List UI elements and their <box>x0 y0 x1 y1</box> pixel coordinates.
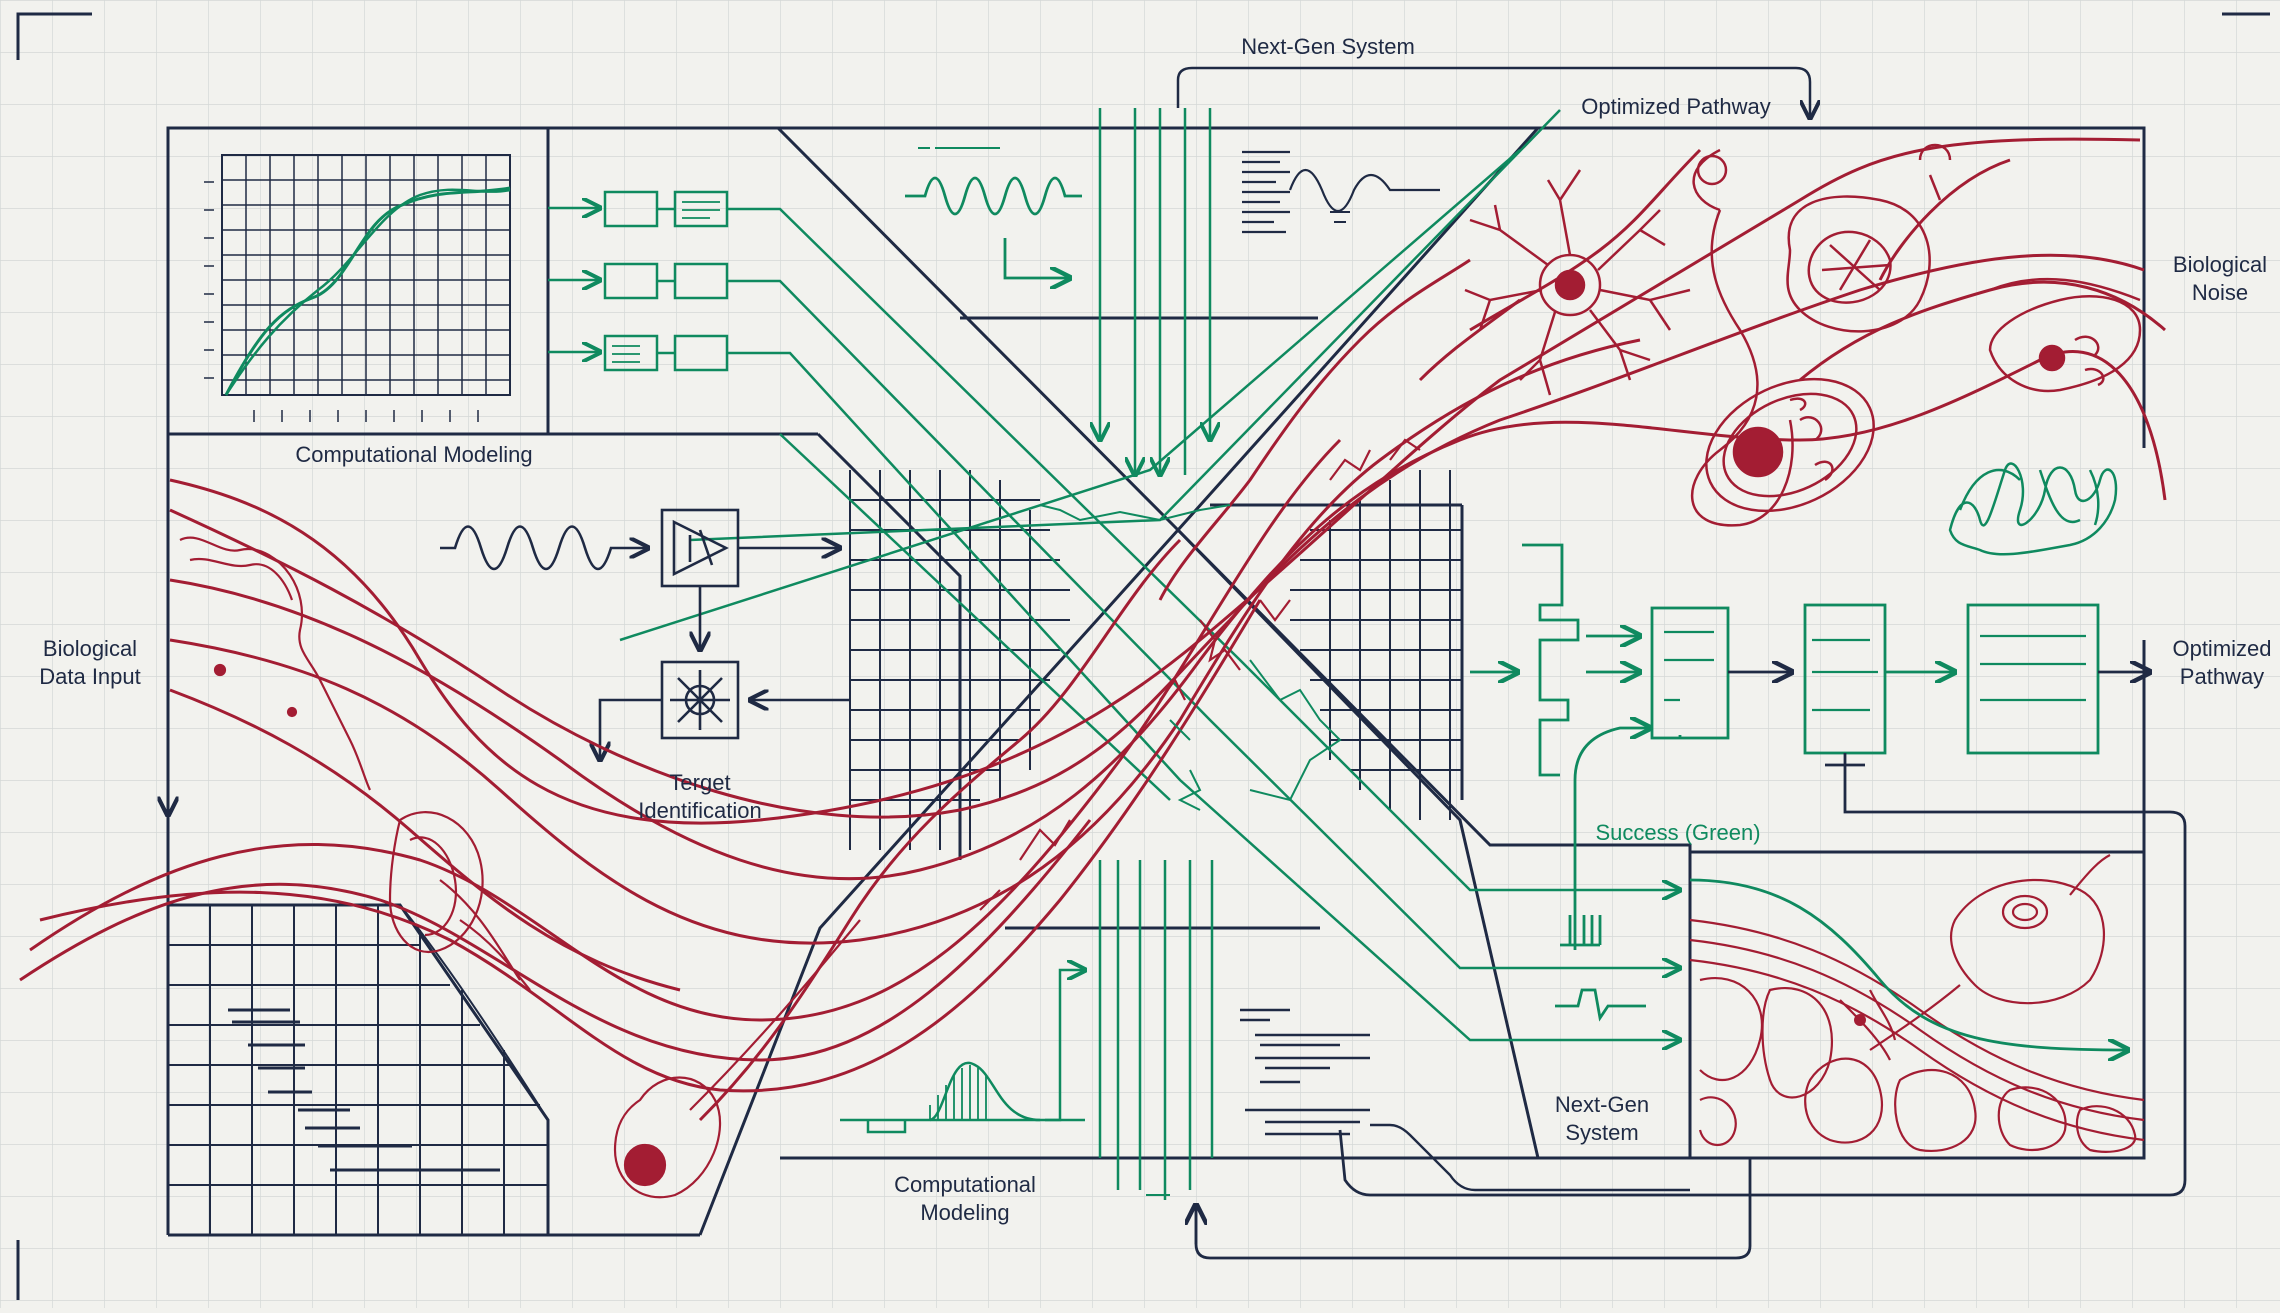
label-target-line1: Terget <box>669 770 730 795</box>
label-optimized-top: Optimized Pathway <box>1581 94 1771 119</box>
label-optimized-right-line2: Pathway <box>2180 664 2264 689</box>
label-comp-modeling-top: Computational Modeling <box>295 442 532 467</box>
label-target-line2: Identification <box>638 798 762 823</box>
label-bio-noise-line1: Biological <box>2173 252 2267 277</box>
label-comp-modeling-bottom-line1: Computational <box>894 1172 1036 1197</box>
label-next-gen-top: Next-Gen System <box>1241 34 1415 59</box>
label-next-gen-bottom-line1: Next-Gen <box>1555 1092 1649 1117</box>
label-comp-modeling-bottom-line2: Modeling <box>920 1200 1009 1225</box>
label-bio-input-line2: Data Input <box>39 664 141 689</box>
label-success: Success (Green) <box>1595 820 1760 845</box>
label-optimized-right-line1: Optimized <box>2172 636 2271 661</box>
label-bio-noise-line2: Noise <box>2192 280 2248 305</box>
label-next-gen-bottom-line2: System <box>1565 1120 1638 1145</box>
label-bio-input-line1: Biological <box>43 636 137 661</box>
